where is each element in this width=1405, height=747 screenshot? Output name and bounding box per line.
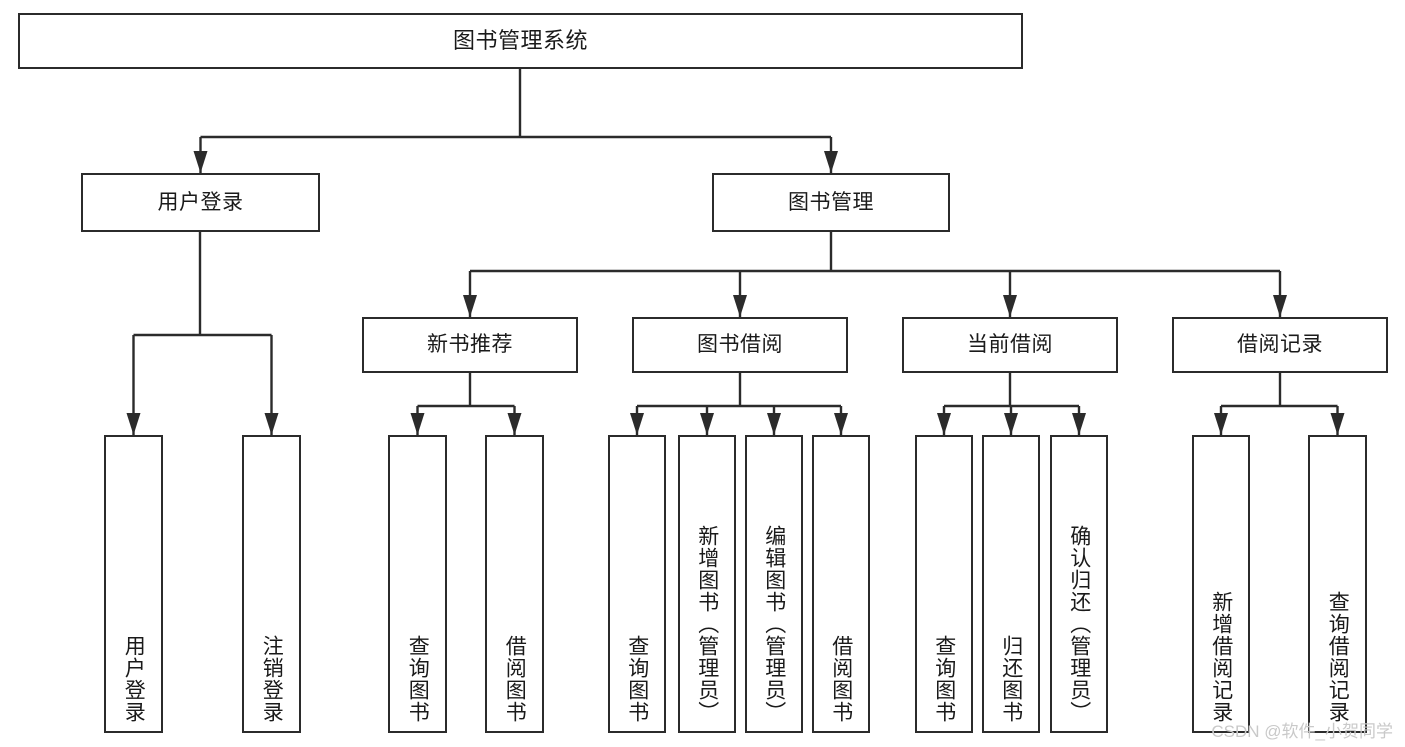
arrowhead-icon — [767, 413, 781, 435]
node-current-borrow[interactable]: 当前借阅 — [902, 317, 1118, 373]
node-leaf-add-record[interactable]: 新增借阅记录 — [1192, 435, 1250, 733]
arrowhead-icon — [1003, 295, 1017, 317]
node-new-book-rec[interactable]: 新书推荐 — [362, 317, 578, 373]
node-root[interactable]: 图书管理系统 — [18, 13, 1023, 69]
arrowhead-icon — [1004, 413, 1018, 435]
node-label: 查询图书 — [406, 635, 430, 723]
arrowhead-icon — [264, 413, 279, 435]
arrowhead-icon — [507, 413, 522, 435]
node-label: 查询图书 — [932, 635, 956, 723]
arrowhead-icon — [834, 413, 848, 435]
node-label: 编辑图书（管理员） — [762, 525, 786, 723]
node-label: 新书推荐 — [427, 333, 513, 357]
node-label: 新增图书（管理员） — [695, 525, 719, 723]
node-book-manage[interactable]: 图书管理 — [712, 173, 950, 232]
node-book-borrow[interactable]: 图书借阅 — [632, 317, 848, 373]
arrowhead-icon — [463, 295, 477, 317]
node-label: 借阅图书 — [503, 635, 527, 723]
node-user-login[interactable]: 用户登录 — [81, 173, 320, 232]
node-label: 借阅记录 — [1237, 333, 1323, 357]
node-label: 查询借阅记录 — [1326, 591, 1350, 723]
node-leaf-borrow-book-1[interactable]: 借阅图书 — [485, 435, 544, 733]
arrowhead-icon — [410, 413, 425, 435]
arrowhead-icon — [733, 295, 747, 317]
node-leaf-logout[interactable]: 注销登录 — [242, 435, 301, 733]
node-leaf-return-book[interactable]: 归还图书 — [982, 435, 1040, 733]
node-label: 归还图书 — [999, 635, 1023, 723]
node-label: 确认归还（管理员） — [1067, 525, 1091, 723]
node-leaf-edit-book[interactable]: 编辑图书（管理员） — [745, 435, 803, 733]
arrowhead-icon — [126, 413, 141, 435]
node-borrow-record[interactable]: 借阅记录 — [1172, 317, 1388, 373]
node-label: 图书管理 — [788, 190, 874, 214]
arrowhead-icon — [937, 413, 951, 435]
node-label: 注销登录 — [260, 635, 284, 723]
node-leaf-query-record[interactable]: 查询借阅记录 — [1308, 435, 1367, 733]
node-label: 图书管理系统 — [452, 27, 588, 53]
arrowhead-icon — [824, 151, 838, 173]
node-label: 图书借阅 — [697, 333, 783, 357]
arrowhead-icon — [630, 413, 644, 435]
arrowhead-icon — [700, 413, 714, 435]
node-label: 用户登录 — [157, 190, 244, 214]
node-label: 新增借阅记录 — [1209, 591, 1233, 723]
node-leaf-borrow-book-2[interactable]: 借阅图书 — [812, 435, 870, 733]
node-leaf-user-login[interactable]: 用户登录 — [104, 435, 163, 733]
arrowhead-icon — [1072, 413, 1086, 435]
node-leaf-confirm-return[interactable]: 确认归还（管理员） — [1050, 435, 1108, 733]
node-label: 借阅图书 — [829, 635, 853, 723]
node-leaf-query-book-1[interactable]: 查询图书 — [388, 435, 447, 733]
arrowhead-icon — [193, 151, 208, 173]
node-label: 当前借阅 — [967, 333, 1053, 357]
node-label: 查询图书 — [625, 635, 649, 723]
arrowhead-icon — [1273, 295, 1287, 317]
node-leaf-add-book[interactable]: 新增图书（管理员） — [678, 435, 736, 733]
arrowhead-icon — [1214, 413, 1228, 435]
node-leaf-query-book-3[interactable]: 查询图书 — [915, 435, 973, 733]
node-label: 用户登录 — [122, 635, 146, 723]
arrowhead-icon — [1330, 413, 1345, 435]
node-leaf-query-book-2[interactable]: 查询图书 — [608, 435, 666, 733]
